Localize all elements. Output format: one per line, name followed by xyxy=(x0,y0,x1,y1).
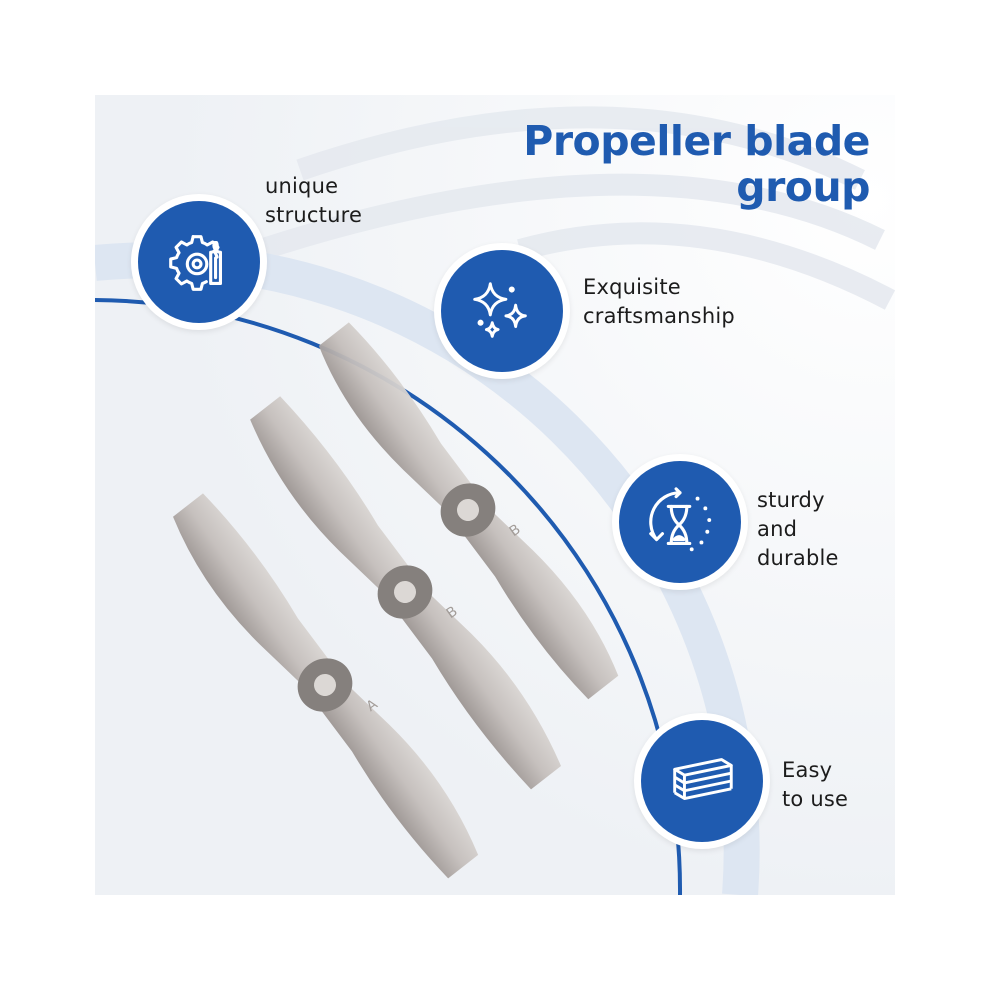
feature-line: sturdy xyxy=(757,488,825,512)
feature-badge-structure xyxy=(138,201,260,323)
feature-badge-craftsmanship xyxy=(441,250,563,372)
stacked-sheets-icon xyxy=(673,758,733,801)
propeller-2: B xyxy=(250,396,562,790)
feature-badge-easy xyxy=(641,720,763,842)
feature-line: structure xyxy=(265,203,363,227)
hourglass-refresh-icon xyxy=(649,487,712,552)
title-line-1: Propeller blade xyxy=(523,117,870,165)
feature-line: unique xyxy=(265,174,339,198)
propeller-1: A xyxy=(173,493,479,879)
feature-label-craftsmanship: Exquisite craftsmanship xyxy=(583,273,735,331)
feature-badge-durable xyxy=(619,461,741,583)
feature-line: Easy xyxy=(782,758,833,782)
feature-line: and xyxy=(757,517,798,541)
page-title: Propeller blade group xyxy=(500,118,870,210)
sparkle-icon xyxy=(473,282,527,338)
feature-line: Exquisite xyxy=(583,275,681,299)
feature-label-easy: Easy to use xyxy=(782,756,848,814)
feature-line: to use xyxy=(782,787,849,811)
propeller-3: B xyxy=(318,322,619,700)
feature-label-durable: sturdy and durable xyxy=(757,486,839,573)
title-line-2: group xyxy=(736,163,870,211)
feature-label-structure: unique structure xyxy=(265,172,362,230)
gear-wrench-icon xyxy=(169,235,223,291)
feature-line: craftsmanship xyxy=(583,304,735,328)
feature-line: durable xyxy=(757,546,839,570)
